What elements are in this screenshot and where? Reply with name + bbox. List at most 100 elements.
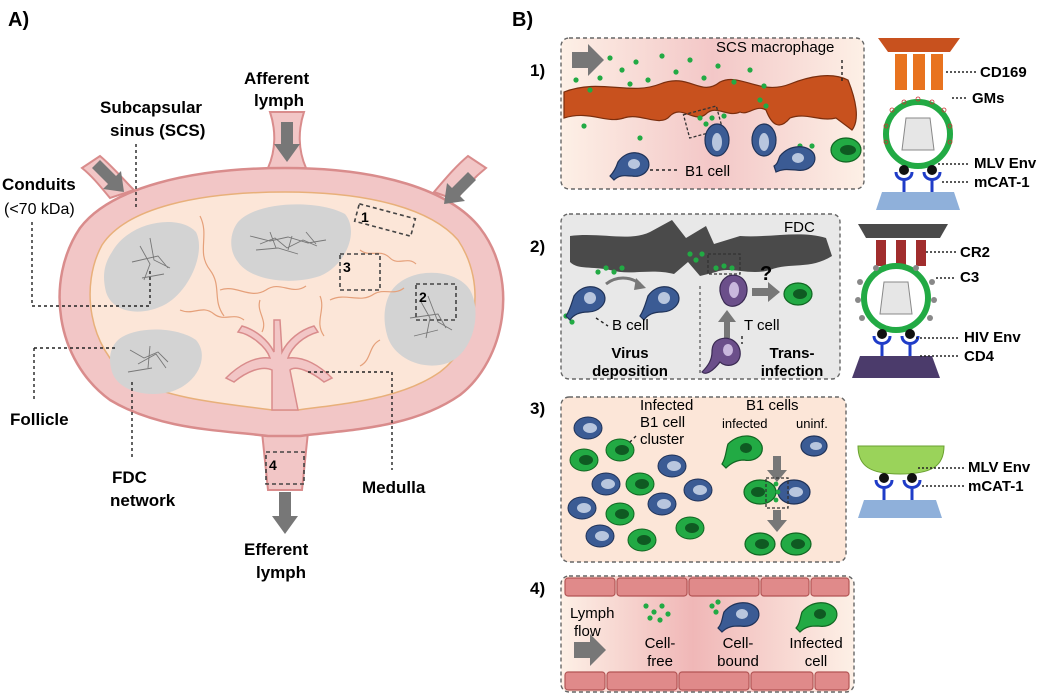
fdc-layer (570, 220, 832, 276)
fdc-network-label-1: FDC (112, 468, 147, 487)
b3-mcat1-label: mCAT-1 (968, 478, 1024, 495)
b3-result-1-nucleus (755, 539, 769, 549)
follicle-top (231, 204, 351, 281)
hiv-env-label: HIV Env (964, 329, 1021, 346)
panel-b3: 3) Infected B1 cell cluster B1 cells inf… (530, 396, 1031, 563)
mlv-env-1 (899, 165, 909, 175)
c3-fragments (855, 265, 937, 321)
box-2 (415, 283, 457, 321)
b2-curved-arrowhead (634, 278, 646, 290)
infected-label: infected (722, 416, 768, 431)
box-2-label: 2 (419, 289, 427, 305)
b4-infected-nucleus (814, 609, 826, 619)
box-1-label: 1 (361, 209, 369, 225)
cluster-label-2: B1 cell (640, 414, 685, 431)
b1-cell-label: B1 cell (685, 163, 730, 180)
cell-bound-1: Cell- (723, 635, 754, 652)
b2-infected-nucleus (793, 289, 807, 299)
scs-macrophage-label: SCS macrophage (716, 39, 834, 56)
t-cell-bottom-nucleus (723, 344, 733, 356)
b1-infected-nucleus (840, 145, 856, 155)
leader-lines-a (31, 144, 393, 470)
b3-donor-cell (857, 445, 945, 475)
box-3-label: 3 (343, 259, 351, 275)
gms-label: GMs (972, 90, 1005, 107)
panel-b1: 1) SCS macrophage B1 cell (530, 37, 1037, 210)
afferent-label-2: lymph (254, 91, 304, 110)
b2-side-schematic (852, 224, 948, 378)
afferent-arrow-right (444, 172, 476, 204)
hiv-env-2 (905, 329, 915, 339)
b3-side-target-cell (858, 500, 942, 518)
b-cell-label: B cell (612, 317, 649, 334)
b2-b-cell-nucleus (584, 292, 596, 304)
panel-b2: 2) FDC B cell ? T cell Virus depositio (530, 213, 1021, 380)
efferent-label-2: lymph (256, 563, 306, 582)
b3-mcat1-1 (874, 479, 894, 500)
trans-infection-2: infection (761, 363, 824, 380)
cell-bound-2: bound (717, 653, 759, 670)
cr2-host-cell (858, 224, 948, 238)
b4-bound-virus (709, 599, 721, 615)
b4-bound-cell-nucleus (736, 609, 748, 619)
mlv-capsid (901, 117, 935, 151)
b3-side-leaders (918, 467, 964, 487)
efferent-label-1: Efferent (244, 540, 309, 559)
b2-arrow-right (752, 282, 780, 302)
trans-infection-1: Trans- (769, 345, 814, 362)
hiv-env-1 (877, 329, 887, 339)
b2-side-target-cell (852, 356, 940, 378)
t-cell-label: T cell (744, 317, 780, 334)
b4-frame (560, 575, 855, 693)
mcat1-receptor-1 (894, 171, 914, 192)
b1-cell-1-nucleus (712, 133, 722, 151)
b3-infected-donor-nucleus (740, 443, 752, 453)
panel-b4: 4) Lymph flow Cell- free Cell- bound In (530, 575, 855, 693)
scs-label-2: sinus (SCS) (110, 121, 205, 140)
fdc-label: FDC (784, 219, 815, 236)
b1-side-schematic (876, 38, 960, 210)
b3-mlv-env-2 (907, 473, 917, 483)
b3-zoom-box (765, 477, 789, 509)
b1-side-target-cell (876, 192, 960, 210)
b4-number: 4) (530, 579, 545, 598)
afferent-label-1: Afferent (244, 69, 310, 88)
vessel-wall-bottom (564, 671, 850, 691)
cr2-receptor-1 (876, 240, 886, 266)
lymph-flow-1: Lymph (570, 605, 614, 622)
b3-synapse-right-nucleus (789, 487, 803, 497)
follicle-label: Follicle (10, 410, 69, 429)
lymph-flow-2: flow (574, 623, 601, 640)
c3-label: C3 (960, 269, 979, 286)
afferent-arrow-left (92, 160, 124, 192)
b2-zoom-box (707, 253, 741, 275)
b3-infected-donor (721, 435, 763, 469)
cd4-label: CD4 (964, 348, 995, 365)
panel-a-label: A) (8, 9, 29, 31)
vessel-wall-top (564, 577, 850, 597)
cd4-receptor-1 (872, 335, 892, 356)
b3-side-schematic (857, 445, 945, 518)
b3-mcat1-2 (902, 479, 922, 500)
afferent-arrow-top (274, 122, 300, 162)
cluster-leader (627, 435, 637, 445)
b2-arrow-up (718, 310, 736, 338)
b1-cell-3-nucleus (628, 159, 640, 169)
b3-result-2-nucleus (791, 539, 805, 549)
b1-cell-2-nucleus (759, 133, 769, 151)
b4-free-virus (643, 603, 671, 623)
conduits-label-1: Conduits (2, 175, 76, 194)
cluster-label-1: Infected (640, 397, 693, 414)
cd169-receptor-3 (931, 54, 943, 90)
b1-cell-4-nucleus (792, 153, 804, 163)
b2-b-cell-2-nucleus (658, 292, 670, 304)
box-1 (353, 202, 417, 238)
cell-free-1: Cell- (645, 635, 676, 652)
infected-cell-1: Infected (789, 635, 842, 652)
b1-number: 1) (530, 61, 545, 80)
virus-deposition-2: deposition (592, 363, 668, 380)
cd169-label: CD169 (980, 64, 1027, 81)
b3-mlv-env-label: MLV Env (968, 459, 1031, 476)
gm-lipids (883, 96, 953, 145)
